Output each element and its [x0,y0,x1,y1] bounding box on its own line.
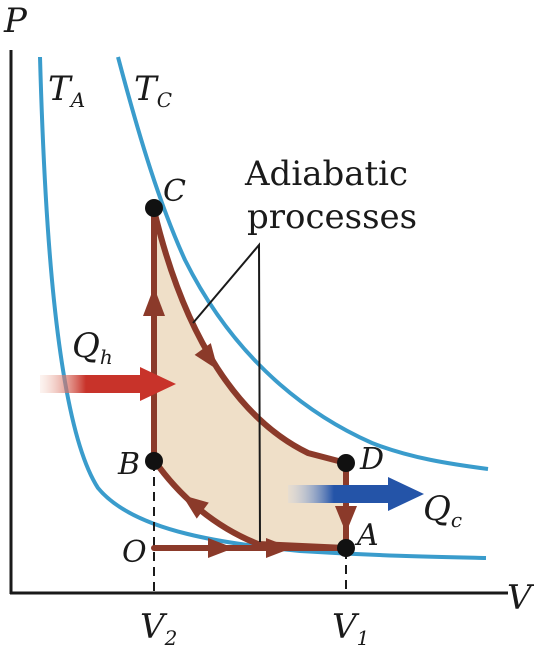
path-c-to-d [151,207,349,466]
point-a-dot [337,539,355,557]
point-a-label: A [354,518,379,553]
v-axis-label: V [507,578,534,618]
point-d-dot [337,454,355,472]
v1-tick-label: V1 [332,607,369,650]
adiabatic-pointer-lines [192,242,261,543]
annotation-line-2: processes [247,197,417,237]
arrowhead-a-to-b [182,495,209,519]
point-c-label: C [163,174,186,209]
state-points [145,199,355,557]
isotherm-tc [116,56,489,471]
heat-in-arrow [40,367,176,401]
isotherm-tc-label: TC [134,69,172,112]
v2-tick-label: V2 [140,607,177,650]
cycle-region [154,210,346,548]
heat-in-label: Qh [72,326,113,369]
point-b-label: B [117,447,140,482]
p-axis-label: P [3,1,28,41]
point-o-label: O [122,535,147,570]
heat-out-arrow [288,477,424,511]
cycle-arrowheads [143,287,357,558]
isotherm-ta [38,56,487,560]
cycle-paths [151,207,349,551]
point-b-dot [145,452,163,470]
point-c-dot [145,199,163,217]
isotherm-ta-label: TA [48,69,85,112]
arrowhead-o-to-a-1 [208,538,234,558]
point-d-label: D [359,442,384,477]
heat-out-label: Qc [423,489,462,532]
arrowhead-up [143,287,165,316]
path-a-to-b [151,457,349,551]
arrowhead-down [335,506,357,533]
arrowhead-o-to-a-2 [266,538,292,558]
arrowhead-c-to-d [194,343,218,370]
annotation-line-1: Adiabatic [244,154,408,194]
